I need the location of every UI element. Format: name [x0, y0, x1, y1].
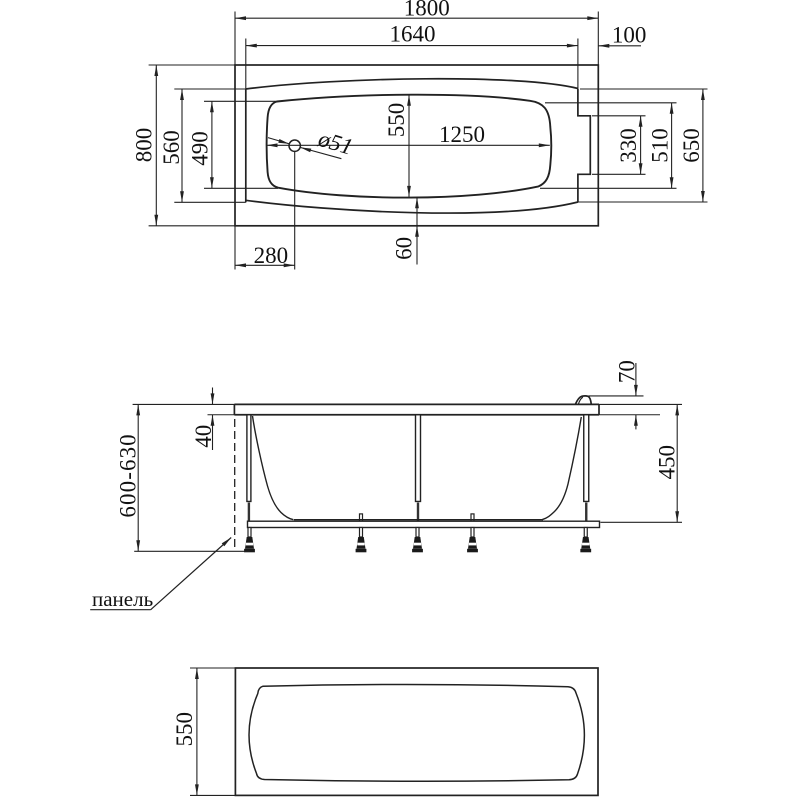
svg-text:560: 560 — [159, 130, 184, 165]
svg-text:550: 550 — [172, 712, 197, 747]
svg-text:1250: 1250 — [439, 122, 485, 147]
svg-text:100: 100 — [612, 23, 647, 48]
svg-text:490: 490 — [188, 131, 213, 166]
svg-text:280: 280 — [254, 243, 289, 268]
svg-text:40: 40 — [191, 425, 216, 448]
svg-text:650: 650 — [679, 128, 704, 163]
svg-text:510: 510 — [647, 128, 672, 163]
svg-text:1800: 1800 — [404, 0, 450, 21]
svg-text:600-630: 600-630 — [116, 433, 141, 517]
svg-text:60: 60 — [392, 237, 417, 260]
svg-text:70: 70 — [614, 360, 639, 383]
svg-text:1640: 1640 — [390, 22, 436, 47]
svg-text:330: 330 — [616, 128, 641, 163]
svg-text:550: 550 — [384, 103, 409, 138]
svg-text:панель: панель — [92, 587, 153, 611]
svg-text:450: 450 — [654, 445, 679, 480]
svg-text:800: 800 — [132, 128, 157, 163]
